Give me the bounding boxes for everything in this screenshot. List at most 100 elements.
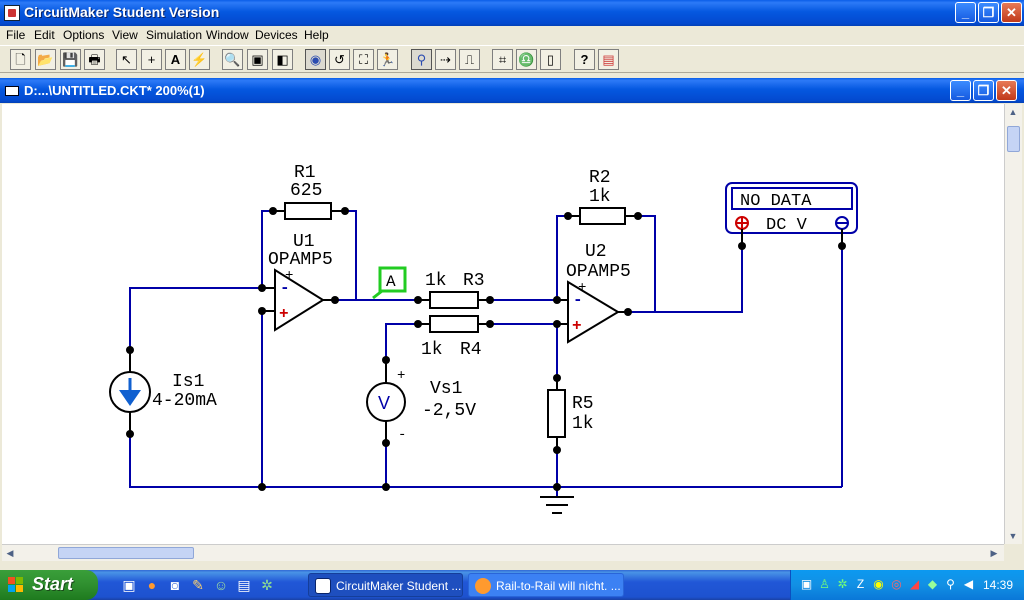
ground-icon: [540, 496, 574, 514]
scroll-left-icon[interactable]: ◀: [6, 548, 14, 558]
quicklaunch-users-icon[interactable]: ☺: [213, 577, 229, 593]
minimize-button[interactable]: _: [955, 2, 976, 23]
menu-window[interactable]: Window: [206, 28, 249, 42]
scroll-right-icon[interactable]: ▶: [990, 548, 998, 558]
opamp-u1[interactable]: [274, 268, 325, 332]
probe-tool-icon[interactable]: ⚡: [189, 49, 210, 70]
r1-value: 625: [290, 181, 322, 201]
probe-a-label: A: [386, 273, 396, 291]
settings-icon[interactable]: ✲: [837, 577, 848, 591]
step-icon[interactable]: ⛶: [353, 49, 374, 70]
close-button[interactable]: ✕: [1001, 2, 1022, 23]
quicklaunch-firefox-icon[interactable]: ●: [147, 577, 157, 593]
start-button[interactable]: Start: [0, 570, 98, 600]
probe-a[interactable]: [378, 266, 407, 293]
opamp-u2[interactable]: [567, 280, 620, 344]
scroll-up-icon[interactable]: ▲: [1008, 107, 1018, 117]
meter-display: NO DATA: [740, 192, 812, 211]
open-icon[interactable]: 📂: [35, 49, 56, 70]
menu-bar: File Edit Options View Simulation Window…: [0, 26, 1024, 45]
r2-value: 1k: [589, 187, 611, 207]
text-tool-icon[interactable]: A: [165, 49, 186, 70]
task-circuitmaker-label: CircuitMaker Student ...: [336, 579, 462, 593]
voltage-source-vs1[interactable]: [366, 382, 406, 422]
arrow-tool-icon[interactable]: ↖: [116, 49, 137, 70]
volume-icon[interactable]: ◀: [963, 577, 974, 591]
quicklaunch-tool-icon[interactable]: ✎: [192, 577, 204, 593]
system-tray: ▣ ♙ ✲ Z ◉ ◎ ◢ ◆ ⚲ ◀ 14:39: [790, 570, 1024, 600]
save-icon[interactable]: 💾: [60, 49, 81, 70]
trace-icon[interactable]: ⇢: [435, 49, 456, 70]
app-title-bar[interactable]: CircuitMaker Student Version _ ❐ ✕: [0, 0, 1024, 26]
doc-close-button[interactable]: ✕: [996, 80, 1017, 101]
menu-options[interactable]: Options: [63, 28, 105, 42]
menu-devices[interactable]: Devices: [255, 28, 298, 42]
antivirus-icon[interactable]: ◎: [891, 577, 902, 591]
scroll-down-icon[interactable]: ▼: [1008, 531, 1018, 541]
r5-value: 1k: [572, 414, 594, 434]
vertical-scroll-thumb[interactable]: [1007, 126, 1020, 152]
network-icon[interactable]: ▣: [800, 577, 813, 591]
wire-tool-icon[interactable]: +: [141, 49, 162, 70]
menu-file[interactable]: File: [6, 28, 26, 42]
rotate-icon[interactable]: ↺: [329, 49, 350, 70]
resistor-r1[interactable]: [284, 202, 332, 220]
zoom-icon[interactable]: 🔍: [222, 49, 243, 70]
menu-view[interactable]: View: [112, 28, 138, 42]
document-title-bar[interactable]: D:...\UNTITLED.CKT* 200%(1) _ ❐ ✕: [0, 78, 1024, 103]
resistor-r3[interactable]: [429, 291, 479, 309]
scroll-corner: [1004, 544, 1022, 561]
usb-icon[interactable]: ⚲: [946, 577, 955, 591]
clock[interactable]: 14:39: [983, 578, 1014, 592]
print-icon[interactable]: 🖶: [84, 49, 105, 70]
help-icon[interactable]: ?: [574, 49, 595, 70]
restore-button[interactable]: ❐: [978, 2, 999, 23]
find-icon[interactable]: ♎: [516, 49, 537, 70]
vertical-scrollbar[interactable]: ▲ ▼: [1004, 104, 1022, 544]
menu-edit[interactable]: Edit: [34, 28, 55, 42]
mirror-icon[interactable]: ◧: [272, 49, 293, 70]
run-icon[interactable]: 🏃: [377, 49, 398, 70]
doc-minimize-button[interactable]: _: [950, 80, 971, 101]
task-circuitmaker[interactable]: CircuitMaker Student ...: [308, 573, 463, 597]
document-icon[interactable]: [5, 86, 19, 96]
r2-name: R2: [589, 168, 611, 188]
zone-icon[interactable]: Z: [856, 577, 865, 591]
document-title: D:...\UNTITLED.CKT* 200%(1): [24, 83, 205, 98]
security-icon[interactable]: ◉: [873, 577, 884, 591]
resistor-r4[interactable]: [429, 315, 479, 333]
task-firefox-label: Rail-to-Rail will nicht. ...: [496, 579, 621, 593]
resistor-r5[interactable]: [547, 389, 566, 438]
clipboard-icon[interactable]: ▯: [540, 49, 561, 70]
person-icon[interactable]: ♙: [819, 577, 830, 591]
horizontal-scroll-thumb[interactable]: [58, 547, 194, 559]
voltage-v-icon: V: [378, 393, 390, 413]
menu-simulation[interactable]: Simulation: [146, 28, 203, 42]
update-icon[interactable]: ◆: [927, 577, 938, 591]
wires: [129, 210, 843, 497]
device-icon[interactable]: ⌗: [492, 49, 513, 70]
schematic-canvas[interactable]: - + + - + + V + - A NO DATA DC: [2, 104, 1004, 544]
quicklaunch-gear-icon[interactable]: ✲: [261, 577, 273, 593]
new-icon[interactable]: 🗋: [10, 49, 31, 70]
quicklaunch-camera-icon[interactable]: ◙: [170, 577, 180, 593]
vs1-plus-label: +: [397, 368, 405, 384]
resistor-r2[interactable]: [579, 207, 626, 225]
cut-icon[interactable]: ▣: [247, 49, 268, 70]
circuitmaker-app-icon[interactable]: [4, 5, 20, 21]
r1-name: R1: [294, 163, 316, 183]
r3-name: R3: [463, 271, 485, 291]
quicklaunch-computer-icon[interactable]: ▤: [237, 577, 251, 593]
task-firefox[interactable]: Rail-to-Rail will nicht. ...: [468, 573, 624, 597]
horizontal-scrollbar[interactable]: ◀ ▶: [2, 544, 1004, 561]
analog-mode-icon[interactable]: ◉: [305, 49, 326, 70]
menu-help[interactable]: Help: [304, 28, 329, 42]
waveform-icon[interactable]: ⎍: [459, 49, 480, 70]
acrobat-icon[interactable]: ◢: [909, 577, 920, 591]
u1-plus-sign: +: [279, 305, 289, 323]
probe-icon[interactable]: ⚲: [411, 49, 432, 70]
doc-restore-button[interactable]: ❐: [973, 80, 994, 101]
quicklaunch-desktop-icon[interactable]: ▣: [122, 577, 136, 593]
dc-voltmeter[interactable]: NO DATA DC V: [725, 182, 858, 246]
palette-icon[interactable]: ▤: [598, 49, 619, 70]
